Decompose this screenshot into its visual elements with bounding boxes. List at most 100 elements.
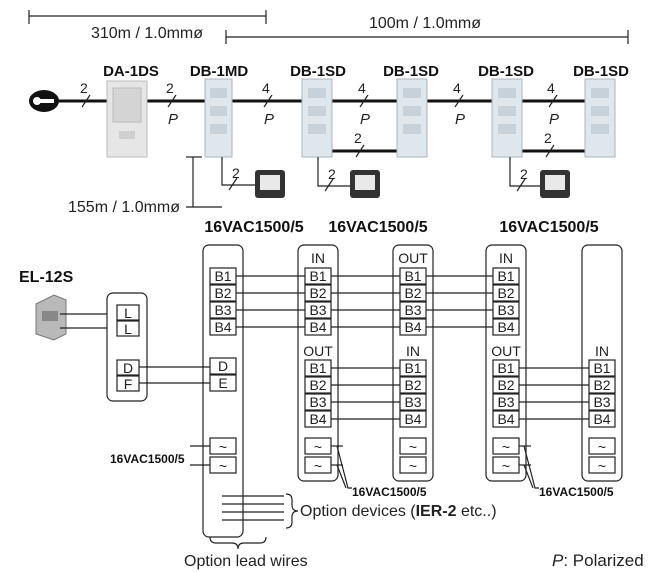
electric-lock-icon [35, 294, 67, 341]
key-icon [29, 90, 59, 112]
md-terminal-b1: B1 [214, 268, 231, 284]
svg-text:~: ~ [409, 458, 417, 474]
md-ac-terminal-2: ~ [219, 458, 227, 474]
svg-text:B2: B2 [593, 377, 610, 393]
monitor-branches [221, 157, 540, 192]
monitor-wire-count-2: 2 [328, 166, 336, 182]
svg-text:B4: B4 [404, 411, 421, 427]
svg-text:B3: B3 [497, 302, 514, 318]
db-1sd-label-4: DB-1SD [573, 63, 629, 80]
panel3-out-label: OUT [491, 343, 521, 359]
svg-text:B4: B4 [404, 319, 421, 335]
polarized-mark-3: P [360, 111, 370, 128]
monitor-span-dimension: 155m / 1.0mmø [68, 156, 222, 216]
panel3-in-terminals: B1 B2 B3 B4 [492, 267, 520, 336]
monitor-icon-3 [540, 170, 570, 198]
svg-text:~: ~ [314, 439, 322, 455]
svg-text:B3: B3 [593, 394, 610, 410]
monitor-icon-2 [350, 170, 380, 198]
panel1-out-terminals: B1 B2 B3 B4 [304, 359, 332, 428]
option-leads-note: Option lead wires [184, 553, 308, 570]
wire-count-3: 4 [262, 80, 270, 96]
panel2-ac-terminals: ~ ~ [399, 437, 427, 474]
db-1sd-label-2: DB-1SD [383, 63, 439, 80]
panel2-in-label: IN [406, 343, 420, 359]
db-1md-label: DB-1MD [190, 63, 248, 80]
polarized-mark-1: P [168, 111, 178, 128]
lock-terminal-l1: L [124, 305, 132, 321]
md-terminal-b3: B3 [214, 302, 231, 318]
power-heading-2: 16VAC1500/5 [328, 219, 427, 236]
right-span-label: 100m / 1.0mmø [369, 15, 481, 32]
svg-text:B4: B4 [497, 319, 514, 335]
wire-count-4: 4 [358, 80, 366, 96]
wire-count-7: 2 [354, 130, 362, 146]
panel2-out-terminals: B1 B2 B3 B4 [399, 267, 427, 336]
svg-text:B3: B3 [309, 394, 326, 410]
svg-text:B1: B1 [593, 360, 610, 376]
da-1ds-device [106, 80, 148, 158]
svg-text:~: ~ [314, 458, 322, 474]
md-terminal-e: E [218, 375, 227, 391]
bus-wires [236, 275, 589, 420]
wire-ticks [81, 94, 558, 158]
panel1-in-label: IN [311, 250, 325, 266]
svg-text:B2: B2 [309, 285, 326, 301]
svg-text:B2: B2 [404, 285, 421, 301]
da-1ds-label: DA-1DS [103, 63, 159, 80]
svg-text:B3: B3 [497, 394, 514, 410]
power-label-right: 16VAC1500/5 [539, 485, 614, 499]
power-label-mid: 16VAC1500/5 [352, 485, 427, 499]
polarized-mark-5: P [549, 111, 559, 128]
panel3-in-label: IN [499, 250, 513, 266]
power-heading-3: 16VAC1500/5 [499, 219, 598, 236]
monitor-span-label: 155m / 1.0mmø [68, 199, 180, 216]
svg-text:B4: B4 [309, 319, 326, 335]
svg-text:~: ~ [502, 439, 510, 455]
svg-text:B2: B2 [404, 377, 421, 393]
md-terminal-b4: B4 [214, 319, 231, 335]
db-1sd-device-1 [301, 78, 333, 158]
lock-terminal-d: D [123, 360, 133, 376]
power-label-left: 16VAC1500/5 [110, 452, 185, 466]
lock-terminal-f: F [124, 376, 133, 392]
wire-count-5: 4 [453, 80, 461, 96]
monitor-icon-1 [255, 170, 285, 198]
svg-text:B2: B2 [497, 285, 514, 301]
svg-text:~: ~ [502, 458, 510, 474]
lock-terminals: L L D F [116, 304, 140, 392]
svg-text:B2: B2 [497, 377, 514, 393]
svg-text:B3: B3 [404, 394, 421, 410]
wire-count-8: 2 [544, 130, 552, 146]
panel1-ac-terminals: ~ ~ [304, 437, 332, 474]
svg-text:B1: B1 [309, 268, 326, 284]
el-12s-label: EL-12S [19, 269, 74, 286]
monitor-wire-count-3: 2 [520, 166, 528, 182]
panel4-ac-terminals: ~ ~ [588, 437, 616, 474]
panel1-in-terminals: B1 B2 B3 B4 [304, 267, 332, 336]
md-terminal-d: D [218, 358, 228, 374]
panel3-out-terminals: B1 B2 B3 B4 [492, 359, 520, 428]
wire-count-1: 2 [80, 80, 88, 96]
power-callout-right [519, 445, 539, 489]
panel4-in-label: IN [595, 343, 609, 359]
md-terminal-b2: B2 [214, 285, 231, 301]
left-span-dimension: 310m / 1.0mmø [28, 10, 267, 42]
lock-to-md-wires [139, 366, 210, 384]
svg-text:B1: B1 [404, 268, 421, 284]
polarized-mark-4: P [455, 111, 465, 128]
lock-terminal-l2: L [124, 321, 132, 337]
svg-text:B3: B3 [309, 302, 326, 318]
svg-text:~: ~ [598, 458, 606, 474]
power-heading-1: 16VAC1500/5 [204, 219, 303, 236]
panel2-in-terminals: B1 B2 B3 B4 [399, 359, 427, 428]
panel1-out-label: OUT [303, 343, 333, 359]
md-ac-terminal-1: ~ [219, 439, 227, 455]
polarized-mark-2: P [264, 111, 274, 128]
option-lead-wires [209, 493, 299, 550]
power-callout-mid [331, 445, 352, 489]
svg-text:B3: B3 [404, 302, 421, 318]
wire-count-6: 4 [547, 80, 555, 96]
